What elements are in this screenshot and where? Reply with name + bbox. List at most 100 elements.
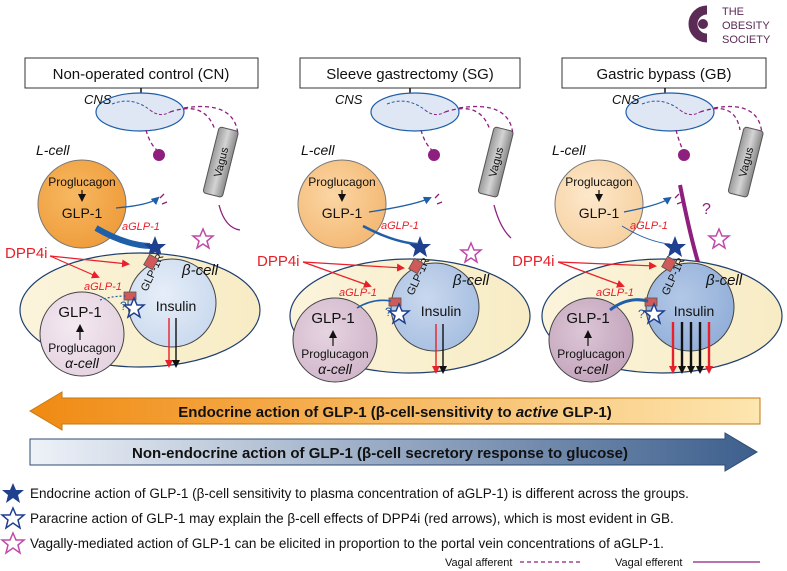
glp1r-receptor [661, 255, 677, 273]
logo-ring-icon [688, 5, 708, 43]
alpha-cell-circle [292, 297, 378, 383]
vagal-efferent-label: Vagal efferent [615, 557, 682, 569]
lcell-circle [297, 159, 387, 249]
aglp1-top: aGLP-1 [630, 220, 668, 232]
obesity-society-logo: THE OBESITY SOCIETY [688, 5, 771, 46]
dpp4i-label: DPP4i [5, 245, 48, 262]
vagal-ganglion [678, 149, 690, 161]
lcell-label: L-cell [552, 142, 586, 158]
vagus-nerve [477, 126, 514, 198]
vagal-star-icon [706, 227, 732, 250]
paracrine-star-icon [386, 302, 412, 325]
paracrine-flow [609, 298, 649, 312]
glp1-alpha: GLP-1 [311, 310, 354, 327]
legend-endocrine-star-icon [2, 483, 24, 503]
alpha-cell-label: α-cell [318, 361, 353, 377]
logo-line-2: OBESITY [722, 20, 770, 32]
cns-label: CNS [612, 92, 640, 107]
panel-title: Gastric bypass (GB) [596, 66, 731, 83]
proglucagon-alpha: Proglucagon [301, 347, 368, 361]
vagal-afferent-label: Vagal afferent [445, 557, 512, 569]
endocrine-arrow: Endocrine action of GLP-1 (β-cell-sensit… [29, 391, 761, 431]
vagus-nerve [727, 126, 764, 198]
proglucagon-alpha: Proglucagon [557, 347, 624, 361]
alpha-cell-label: α-cell [574, 361, 609, 377]
proglucagon-lcell: Proglucagon [48, 175, 115, 189]
vagal-ganglion [428, 149, 440, 161]
endocrine-star-icon [664, 236, 686, 257]
vagal-efferent-path [678, 184, 700, 263]
legend-item-vagal: Vagally-mediated action of GLP-1 can be … [30, 536, 664, 551]
panel-title: Sleeve gastrectomy (SG) [326, 66, 494, 83]
lcell-circle [554, 159, 644, 249]
panel-sg: Sleeve gastrectomy (SG) CNS Vagus L-cell… [257, 57, 531, 383]
paracrine-flow [356, 299, 392, 309]
vagal-question: ? [702, 201, 711, 218]
proglucagon-alpha: Proglucagon [48, 341, 115, 355]
glp1-alpha: GLP-1 [566, 310, 609, 327]
insulin-label: Insulin [421, 303, 461, 319]
endocrine-flow-arrow [362, 224, 418, 246]
beta-cell-label: β-cell [705, 272, 743, 289]
aglp1-mid: aGLP-1 [339, 287, 377, 299]
legend-vagal-star-icon [0, 531, 27, 555]
endocrine-star-icon [144, 236, 166, 257]
glp1-lcell: GLP-1 [579, 205, 620, 221]
vagal-afferent-path [699, 107, 741, 131]
legend: Endocrine action of GLP-1 (β-cell sensit… [0, 483, 689, 555]
alpha-cell-label: α-cell [65, 355, 100, 371]
dpp4i-label: DPP4i [257, 253, 300, 270]
vagal-afferent-path [169, 107, 216, 131]
aglp1-mid: aGLP-1 [596, 287, 634, 299]
aglp1-top: aGLP-1 [122, 221, 160, 233]
vagus-nerve [202, 126, 239, 198]
vagal-star-icon [190, 227, 216, 250]
paracrine-question: ? [385, 305, 392, 319]
lcell-circle [37, 159, 127, 249]
glp1r-receptor [143, 253, 159, 271]
logo-line-3: SOCIETY [722, 34, 771, 46]
legend-paracrine-star-icon [0, 506, 27, 530]
proglucagon-lcell: Proglucagon [308, 175, 375, 189]
lcell-label: L-cell [301, 142, 335, 158]
glp1-alpha: GLP-1 [58, 304, 101, 321]
logo-line-1: THE [722, 6, 744, 18]
vagal-key: Vagal afferent Vagal efferent [445, 557, 760, 569]
aglp1-top: aGLP-1 [381, 220, 419, 232]
legend-item-endocrine: Endocrine action of GLP-1 (β-cell sensit… [30, 486, 689, 501]
alpha-cell-circle [548, 297, 634, 383]
endocrine-flow-arrow [621, 225, 671, 245]
panel-title-box [561, 57, 767, 89]
vagal-afferent-path-2 [145, 129, 160, 153]
endocrine-flow-arrow [94, 225, 151, 249]
nonendocrine-arrow-label: Non-endocrine action of GLP-1 (β-cell se… [132, 445, 628, 462]
paracrine-star-icon [121, 296, 147, 319]
paracrine-question: ? [120, 299, 127, 313]
beta-cell-label: β-cell [181, 262, 219, 279]
vagal-afferent-path [444, 107, 491, 131]
aglp1-mid: aGLP-1 [84, 281, 122, 293]
panel-title-box [299, 57, 521, 89]
paracrine-question: ? [638, 307, 645, 321]
lcell-label: L-cell [36, 142, 70, 158]
beta-cell-circle [390, 262, 480, 352]
insulin-label: Insulin [156, 298, 196, 314]
proglucagon-lcell: Proglucagon [565, 175, 632, 189]
nonendocrine-arrow: Non-endocrine action of GLP-1 (β-cell se… [29, 432, 758, 472]
paracrine-star-icon [641, 302, 667, 325]
cns-label: CNS [335, 92, 363, 107]
insulin-label: Insulin [674, 303, 714, 319]
beta-cell-circle [127, 258, 217, 348]
glp1r-receptor [408, 257, 424, 275]
panel-title: Non-operated control (CN) [53, 66, 230, 83]
glp1-lcell: GLP-1 [62, 205, 103, 221]
panel-gb: Gastric bypass (GB) CNS ? Vagus L-cell P… [512, 57, 783, 383]
vagal-efferent-path [493, 204, 512, 239]
endocrine-star-icon [409, 236, 431, 257]
endocrine-arrow-label: Endocrine action of GLP-1 (β-cell-sensit… [178, 404, 611, 421]
vagal-star-icon [458, 241, 484, 264]
vagal-ganglion [153, 149, 165, 161]
panel-cn: Non-operated control (CN) CNS Vagus L-ce… [5, 57, 261, 377]
paracrine-flow [99, 295, 127, 301]
